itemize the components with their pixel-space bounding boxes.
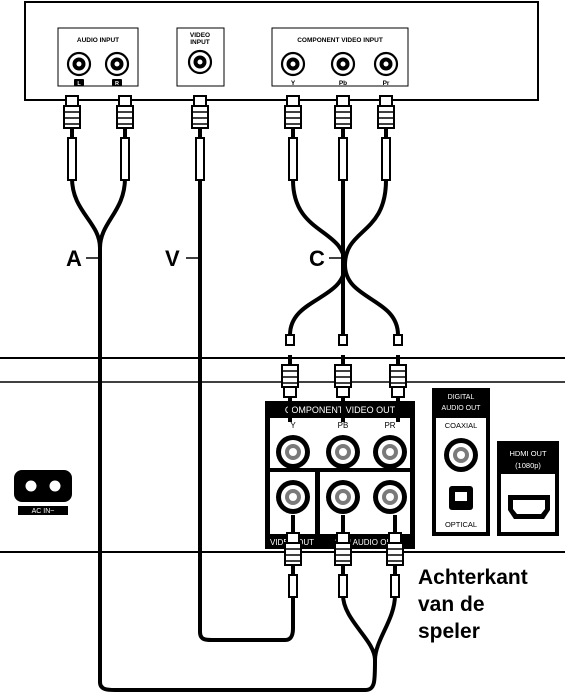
- video-input-label-1: VIDEO: [190, 32, 210, 39]
- caption-line-3: speler: [418, 620, 480, 643]
- audio-cable-label: A: [66, 246, 82, 271]
- ac-in-label: AC IN~: [32, 508, 55, 515]
- audio-input-group: AUDIO INPUT L R: [57, 27, 139, 87]
- video-cable-label: V: [165, 246, 180, 271]
- component-cable-label: C: [309, 246, 325, 271]
- audio-cable-right-branch: [373, 593, 397, 662]
- component-video-input-label: COMPONENT VIDEO INPUT: [297, 37, 383, 44]
- digital-audio-out-label-1: DIGITAL: [448, 394, 475, 401]
- coaxial-label: COAXIAL: [445, 421, 478, 430]
- component-out-pr-label: PR: [384, 421, 395, 430]
- component-out-pb-label: PB: [338, 421, 349, 430]
- player-av-plugs: [284, 515, 404, 598]
- component-input-pb-label: Pb: [339, 80, 347, 87]
- tv-rear-panel: AUDIO INPUT L R VIDEO INPUT COMPONENT VI…: [24, 1, 539, 101]
- audio-input-left-jack: [66, 51, 92, 77]
- audio-cable-main: [98, 246, 377, 692]
- optical-label: OPTICAL: [445, 520, 477, 529]
- caption-line-1: Achterkant: [418, 566, 528, 589]
- component-video-out-group: COMPONENT VIDEO OUT Y PB PR VIDEO OUT 2C…: [265, 401, 415, 549]
- coaxial-jack: [444, 438, 478, 472]
- component-input-y-label: Y: [291, 80, 296, 87]
- hdmi-out-label-2: (1080p): [515, 461, 541, 470]
- video-input-jack: [187, 49, 213, 75]
- component-out-y-jack: [276, 435, 310, 469]
- player-caption: Achterkant van de speler: [418, 566, 528, 643]
- audio-out-left-jack: [326, 480, 360, 514]
- video-out-jack: [276, 480, 310, 514]
- audio-left-label: L: [77, 81, 81, 87]
- component-input-group: COMPONENT VIDEO INPUT Y Pb Pr: [271, 27, 409, 87]
- video-input-label-2: INPUT: [190, 39, 210, 46]
- player-component-plugs: [281, 334, 407, 422]
- digital-audio-out-group: DIGITAL AUDIO OUT COAXIAL OPTICAL: [432, 388, 490, 536]
- audio-out-right-jack: [373, 480, 407, 514]
- component-input-pr-jack: [373, 51, 399, 77]
- cables: [70, 176, 400, 692]
- hdmi-out-group: HDMI OUT (1080p): [497, 441, 559, 536]
- audio-cable-left: [70, 176, 102, 250]
- digital-audio-out-label-2: AUDIO OUT: [442, 405, 482, 412]
- component-out-y-label: Y: [290, 421, 296, 430]
- cable-labels: A V C: [66, 246, 345, 271]
- ac-in-socket: AC IN~: [14, 470, 72, 515]
- audio-cable-right: [98, 176, 127, 250]
- video-input-group: VIDEO INPUT: [176, 27, 225, 87]
- component-video-out-label: COMPONENT VIDEO OUT: [285, 405, 396, 415]
- component-cable-pr: [343, 178, 400, 337]
- audio-right-label: R: [115, 81, 119, 87]
- component-input-pr-label: Pr: [383, 80, 390, 87]
- video-cable: [198, 176, 295, 642]
- component-input-y-jack: [280, 51, 306, 77]
- audio-out-label: 2CH AUDIO OUT: [335, 538, 397, 547]
- hdmi-out-label-1: HDMI OUT: [509, 449, 546, 458]
- tv-side-plugs: [63, 95, 395, 181]
- audio-input-right-jack: [104, 51, 130, 77]
- component-out-pb-jack: [326, 435, 360, 469]
- audio-input-label: AUDIO INPUT: [77, 37, 119, 44]
- component-out-pr-jack: [373, 435, 407, 469]
- component-input-pb-jack: [330, 51, 356, 77]
- caption-line-2: van de: [418, 593, 485, 616]
